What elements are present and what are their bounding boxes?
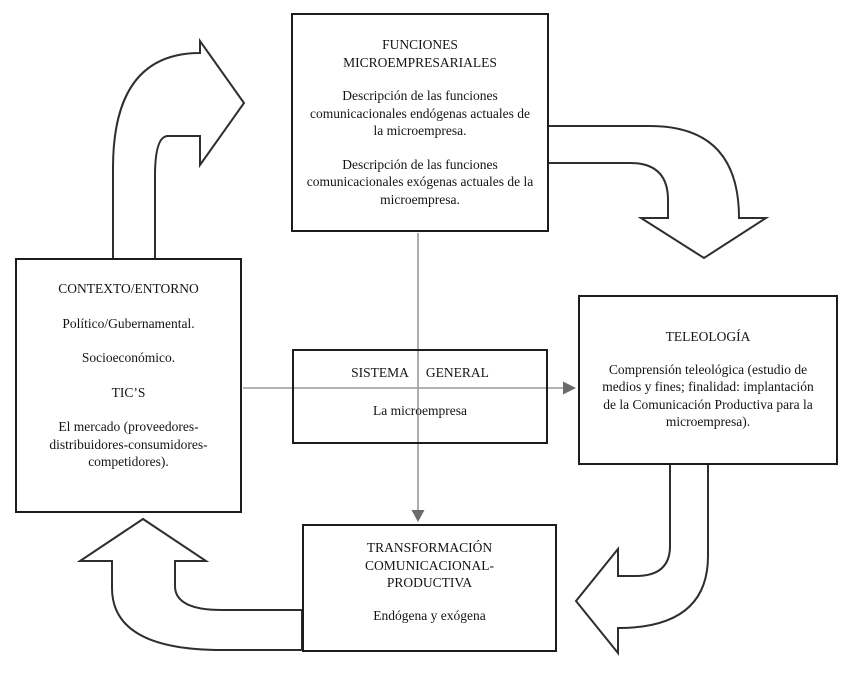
teleologia-title: TELEOLOGÍA [665, 329, 751, 344]
block-arrow-funciones-to-teleologia [547, 125, 770, 260]
contexto-item-tics: TIC’S [111, 384, 146, 400]
sistema-subtitle: La microempresa [372, 402, 468, 418]
contexto-title: CONTEXTO/ENTORNO [58, 281, 199, 296]
connector-funciones-to-transformacion [411, 233, 425, 522]
funciones-paragraph-exogenas: Descripción de las funciones comunicacio… [306, 156, 534, 207]
sistema-title-word-1: SISTEMA [351, 365, 409, 380]
contexto-item-politico: Político/Gubernamental. [62, 315, 195, 331]
box-teleologia: TELEOLOGÍA Comprensión teleológica (estu… [578, 295, 838, 465]
box-sistema-general: SISTEMA GENERAL La microempresa [292, 349, 548, 444]
connector-contexto-to-teleologia [243, 381, 576, 395]
funciones-paragraph-endogenas: Descripción de las funciones comunicacio… [309, 88, 531, 139]
contexto-item-socioeconomico: Socioeconómico. [81, 350, 176, 366]
connector-right-arrowhead-icon [563, 381, 576, 395]
teleologia-body: Comprensión teleológica (estudio de medi… [602, 361, 814, 430]
block-arrow-transformacion-to-contexto [76, 517, 303, 651]
sistema-title: SISTEMA GENERAL [351, 364, 489, 382]
connector-down-arrowhead-icon [411, 510, 425, 522]
transformacion-subtitle: Endógena y exógena [373, 607, 486, 623]
block-arrow-teleologia-to-transformacion [574, 463, 709, 656]
block-arrow-contexto-to-funciones [112, 37, 246, 260]
transformacion-title: TRANSFORMACIÓN COMUNICACIONAL-PRODUCTIVA [365, 540, 494, 591]
funciones-title: FUNCIONES MICROEMPRESARIALES [343, 37, 497, 70]
sistema-title-word-2: GENERAL [425, 365, 489, 380]
box-contexto-entorno: CONTEXTO/ENTORNO Político/Gubernamental.… [15, 258, 242, 513]
box-transformacion-comunicacional-productiva: TRANSFORMACIÓN COMUNICACIONAL-PRODUCTIVA… [302, 524, 557, 652]
contexto-item-mercado: El mercado (proveedores-distribuidores-c… [49, 419, 208, 470]
box-funciones-microempresariales: FUNCIONES MICROEMPRESARIALES Descripción… [291, 13, 549, 232]
